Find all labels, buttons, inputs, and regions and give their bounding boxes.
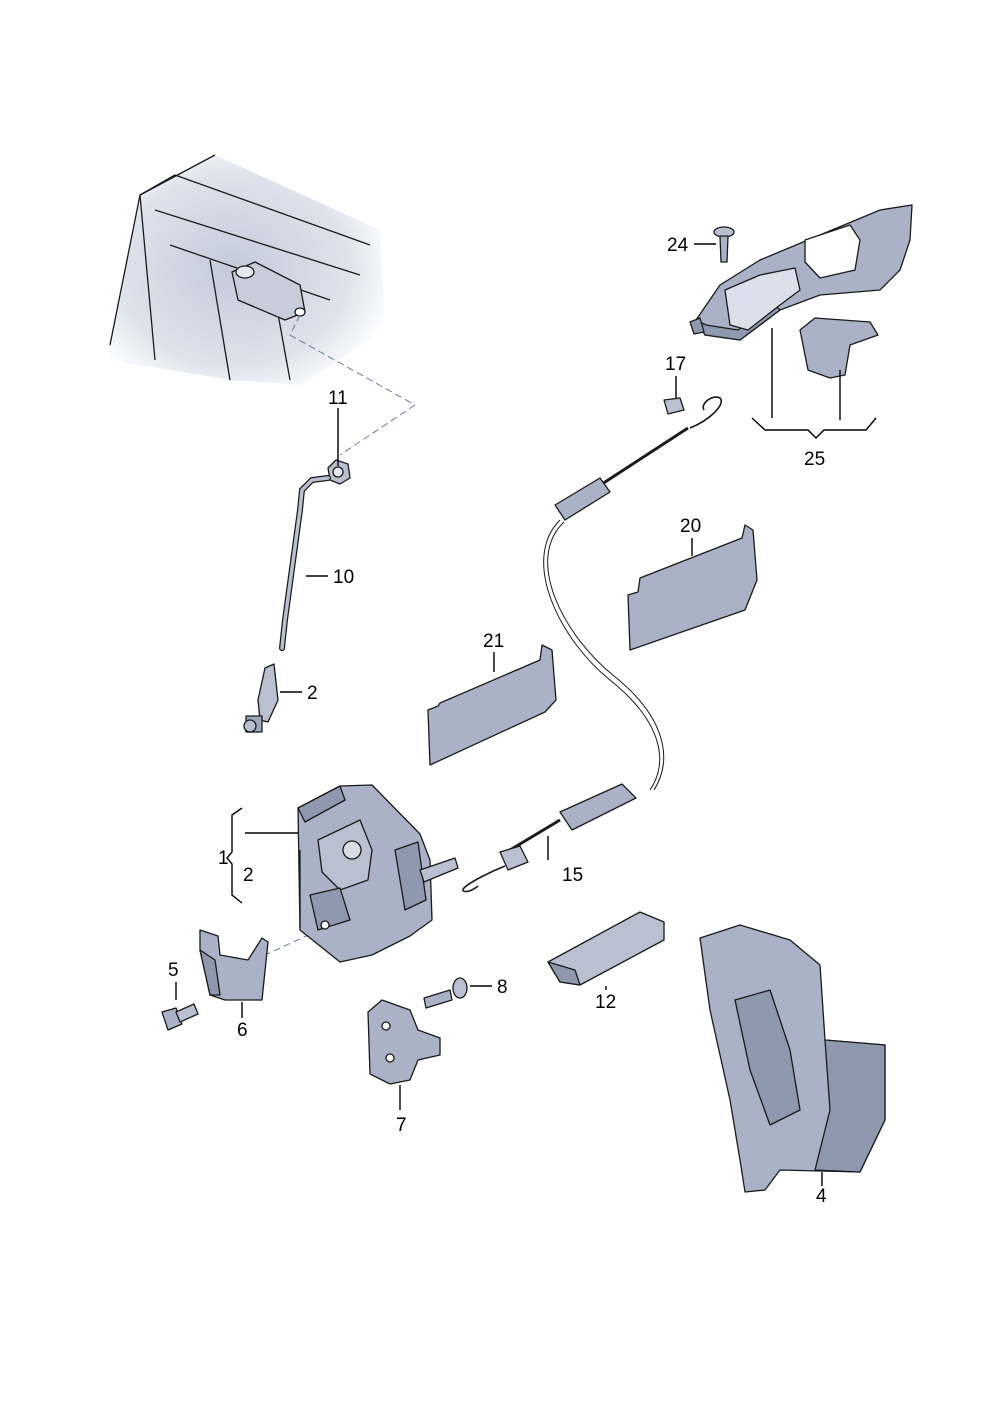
leader-lines <box>175 243 877 1186</box>
pad-part-21 <box>427 644 557 766</box>
label-part-1: 1 <box>218 848 229 869</box>
door-lock-part-1 <box>297 784 459 963</box>
label-part-2-rod: 2 <box>307 683 318 704</box>
label-part-12: 12 <box>595 992 616 1013</box>
inner-handle-part-25 <box>689 204 913 379</box>
label-part-15: 15 <box>562 865 583 886</box>
label-part-11: 11 <box>328 388 348 409</box>
label-part-2-bracket: 2 <box>243 865 254 886</box>
pad-part-20 <box>627 524 758 651</box>
label-part-17: 17 <box>665 354 686 375</box>
clip-part-17 <box>663 397 685 415</box>
door-panel-context <box>109 154 385 385</box>
label-part-4: 4 <box>816 1186 827 1207</box>
bracket-part-6 <box>199 929 269 1001</box>
screw-part-8 <box>423 977 468 1009</box>
label-part-10: 10 <box>333 567 354 588</box>
rod-end-part-2 <box>243 663 279 733</box>
label-part-25: 25 <box>804 449 825 470</box>
label-part-6: 6 <box>237 1020 248 1041</box>
bolt-part-5 <box>161 1003 199 1031</box>
cable-part-15 <box>462 396 723 893</box>
label-part-24: 24 <box>667 235 689 256</box>
label-part-21: 21 <box>483 631 504 652</box>
label-part-20: 20 <box>680 516 701 537</box>
label-part-5: 5 <box>168 960 179 981</box>
clip-part-11 <box>327 459 351 485</box>
striker-part-7 <box>367 999 441 1085</box>
rod-part-10 <box>279 475 331 651</box>
label-part-7: 7 <box>396 1115 407 1136</box>
cover-part-4 <box>699 924 886 1193</box>
label-part-8: 8 <box>497 977 508 998</box>
screw-part-24 <box>713 226 735 263</box>
trim-part-12 <box>547 911 665 986</box>
